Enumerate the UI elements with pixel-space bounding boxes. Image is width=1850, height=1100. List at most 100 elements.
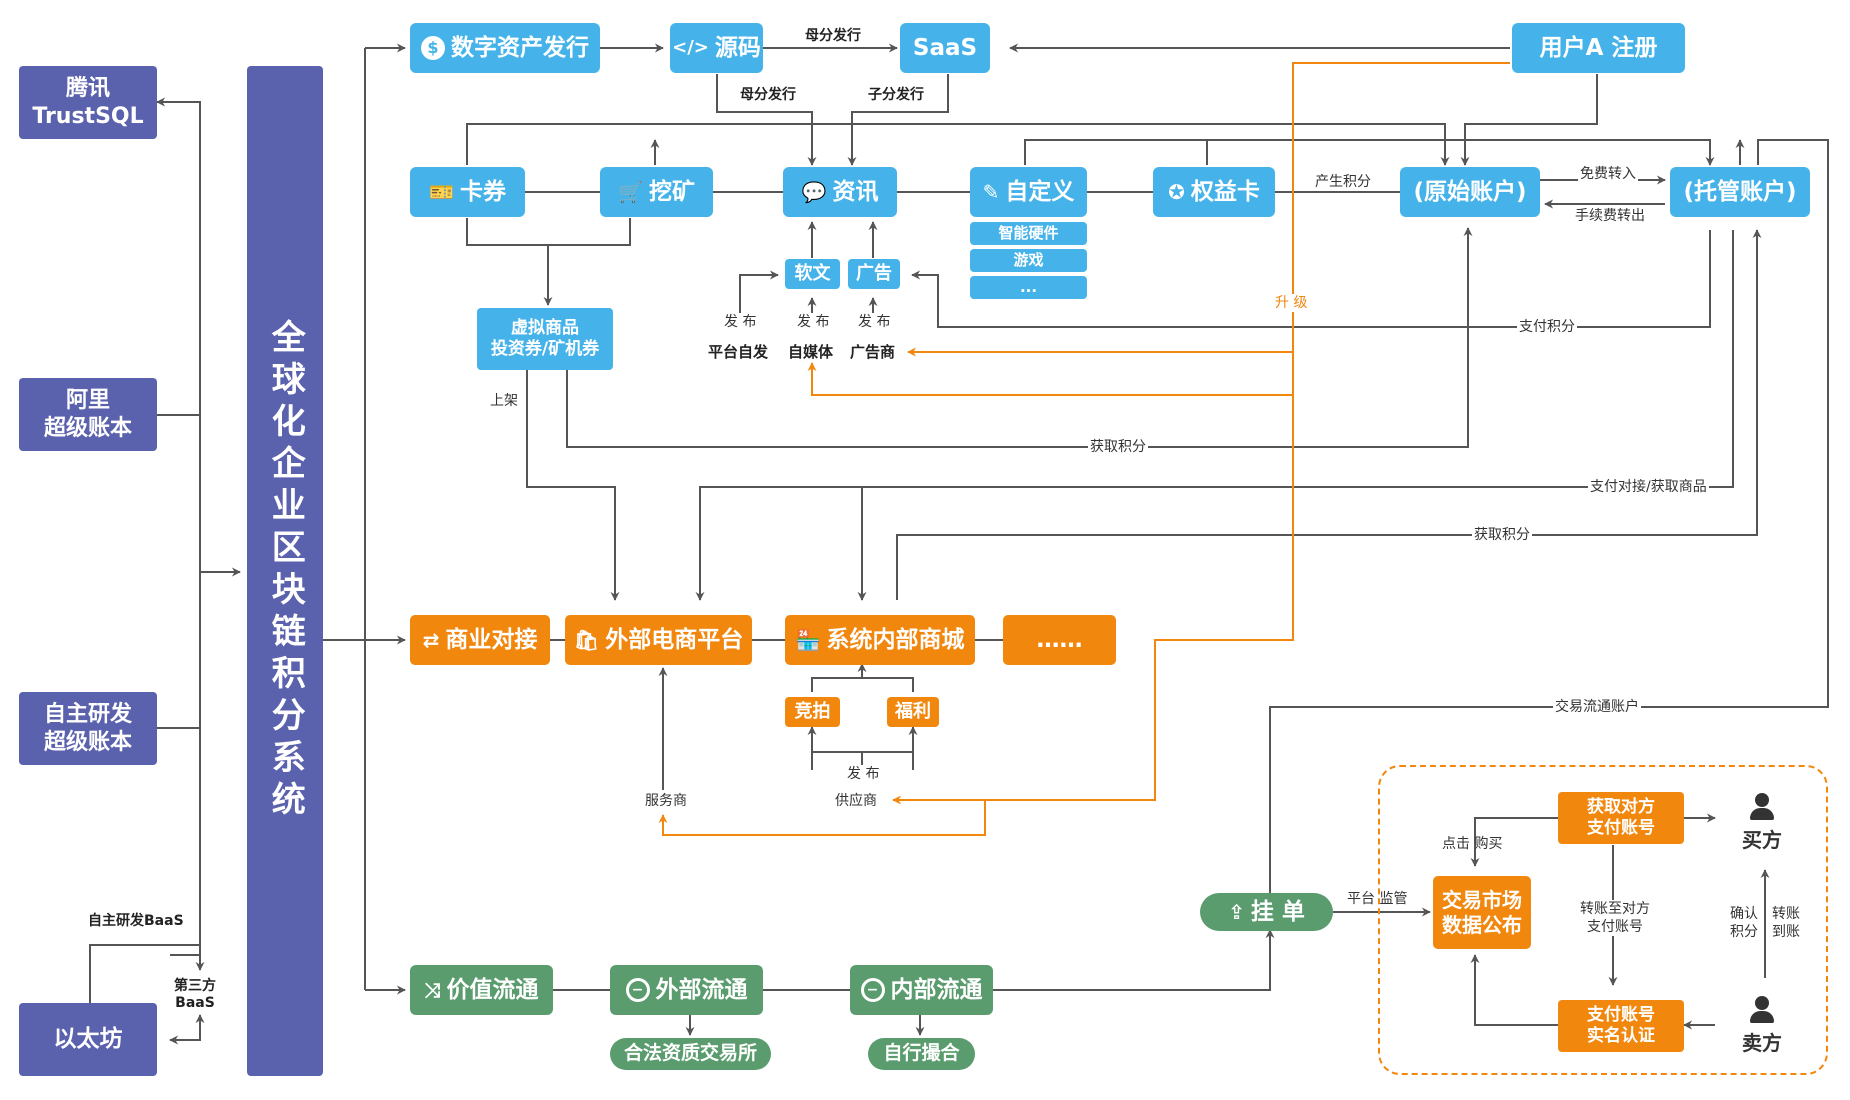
ticket-icon: 🎫 xyxy=(429,180,454,204)
confirm-points-label: 确认 积分 xyxy=(1730,906,1758,941)
sub-item-more: ... xyxy=(970,276,1087,299)
external-flow-icon: − xyxy=(625,978,650,1002)
cart-icon: 🛒 xyxy=(618,180,643,204)
trade-market-group xyxy=(1378,765,1828,1075)
welfare-label: 福利 xyxy=(895,700,931,722)
buyer-icon xyxy=(1755,793,1769,807)
arrow-to-listing xyxy=(993,929,1275,991)
ali-ledger-node: 阿里 超级账本 xyxy=(19,378,157,451)
publish-label-2: 发 布 xyxy=(795,313,832,332)
ethereum-node: 以太坊 xyxy=(19,1003,157,1076)
bus-to-custody xyxy=(1024,139,1715,166)
register-label: 用户A 注册 xyxy=(1539,34,1658,61)
source-label: 源码 xyxy=(714,34,761,61)
arrow-get-points-1 xyxy=(566,227,1473,448)
business-label: 商业对接 xyxy=(445,626,538,653)
arrow-self-baas xyxy=(89,944,205,1003)
seller-icon xyxy=(1755,996,1769,1010)
listing-label: 挂 单 xyxy=(1250,898,1305,925)
coupon-label: 卡券 xyxy=(459,178,506,205)
saas-label: SaaS xyxy=(912,34,978,61)
arrow-register-original xyxy=(1460,74,1598,166)
arrow-shelve xyxy=(526,370,620,601)
trade-account-label: 交易流通账户 xyxy=(1553,698,1641,717)
upgrade-label: 升 级 xyxy=(1273,294,1310,313)
coupon-node: 🎫卡券 xyxy=(410,167,525,217)
buyer-figure: 买方 xyxy=(1742,793,1782,853)
get-points-label-1: 获取积分 xyxy=(1088,438,1148,457)
user-register-node: 用户A 注册 xyxy=(1512,23,1685,73)
transfer-arrive-label: 转账 到账 xyxy=(1772,906,1800,941)
mining-node: 🛒挖矿 xyxy=(600,167,713,217)
soft-article-node: 软文 xyxy=(785,259,840,289)
external-mall-node: 🛍外部电商平台 xyxy=(565,615,752,665)
auction-label: 竞拍 xyxy=(794,700,831,722)
sub-item-0-label: 智能硬件 xyxy=(998,224,1059,243)
dollar-icon: $ xyxy=(421,36,445,60)
arrow-verify-market xyxy=(1470,954,1558,1026)
buyer-label: 买方 xyxy=(1742,828,1782,852)
rights-card-node: ✪权益卡 xyxy=(1153,167,1275,217)
matching-label: 自行撮合 xyxy=(883,1042,960,1065)
publisher-platform: 平台自发 xyxy=(708,343,769,361)
ethereum-label: 以太坊 xyxy=(53,1026,123,1053)
store-icon: 🏪 xyxy=(795,628,821,652)
platform-supervise-label: 平台 监管 xyxy=(1345,890,1410,909)
business-node: ⇄商业对接 xyxy=(410,615,550,665)
arrow-get-points-2 xyxy=(896,229,1762,600)
external-flow-node: −外部流通 xyxy=(610,965,763,1015)
arrow-platform-soft xyxy=(739,270,779,327)
arrow-third-baas xyxy=(170,1014,205,1041)
seller-label: 卖方 xyxy=(1742,1031,1782,1055)
badge-icon: ✪ xyxy=(1168,180,1185,204)
sub-item-1-label: 游戏 xyxy=(1013,251,1044,270)
exchange-label: 合法资质交易所 xyxy=(623,1042,757,1065)
external-flow-label: 外部流通 xyxy=(655,976,748,1003)
parent-issue-label-1: 母分发行 xyxy=(805,28,861,44)
ad-node: 广告 xyxy=(848,259,900,289)
internal-flow-node: −内部流通 xyxy=(850,965,993,1015)
listing-node: ⇪挂 单 xyxy=(1200,893,1333,931)
rights-label: 权益卡 xyxy=(1190,178,1260,205)
auction-node: 竞拍 xyxy=(785,697,840,727)
value-flow-node: ⤨价值流通 xyxy=(410,965,553,1015)
child-issue-label: 子分发行 xyxy=(868,87,924,103)
parent-issue-label-2: 母分发行 xyxy=(740,87,796,103)
verify-account-label: 支付账号 实名认证 xyxy=(1587,1004,1655,1046)
exchange-icon: ⇄ xyxy=(422,628,440,652)
upgrade-to-media xyxy=(807,362,1293,396)
mining-label: 挖矿 xyxy=(648,178,695,205)
shop-icon: 🛍 xyxy=(573,628,600,652)
chat-icon: 💬 xyxy=(801,180,827,204)
system-node: 全球化企业区块链积分系统 xyxy=(247,66,323,1076)
info-node: 💬资讯 xyxy=(783,167,897,217)
free-transfer-label: 免费转入 xyxy=(1578,165,1638,184)
arrow-saas-info xyxy=(847,74,949,166)
upload-file-icon: ⇪ xyxy=(1228,900,1245,924)
edit-icon: ✎ xyxy=(982,180,1000,204)
arrow-click-buy xyxy=(1470,817,1558,867)
custom-node: ✎自定义 xyxy=(970,167,1087,217)
source-code-node: </>源码 xyxy=(670,23,763,73)
virtual-goods-node: 虚拟商品 投资券/矿机券 xyxy=(477,308,613,370)
system-label: 全球化企业区块链积分系统 xyxy=(265,319,306,823)
custody-account-node: (托管账户) xyxy=(1670,167,1810,217)
transfer-to-label: 转账至对方 支付账号 xyxy=(1578,900,1652,937)
verify-account-node: 支付账号 实名认证 xyxy=(1558,1000,1684,1052)
tencent-label: 腾讯 TrustSQL xyxy=(32,76,144,129)
self-ledger-node: 自主研发 超级账本 xyxy=(19,692,157,765)
info-label: 资讯 xyxy=(832,178,879,205)
pay-points-label: 支付积分 xyxy=(1517,318,1577,337)
sub-item-smart-hardware: 智能硬件 xyxy=(970,222,1087,245)
shuffle-icon: ⤨ xyxy=(424,978,441,1002)
soft-article-label: 软文 xyxy=(794,262,831,284)
publish-label-commerce: 发 布 xyxy=(845,765,882,784)
custody-account-label: (托管账户) xyxy=(1683,178,1797,205)
arrow-source-info xyxy=(716,74,817,166)
exchange-node: 合法资质交易所 xyxy=(610,1038,771,1070)
internal-mall-label: 系统内部商城 xyxy=(826,626,965,653)
original-account-node: (原始账户) xyxy=(1400,167,1540,217)
more-node: …… xyxy=(1003,615,1116,665)
